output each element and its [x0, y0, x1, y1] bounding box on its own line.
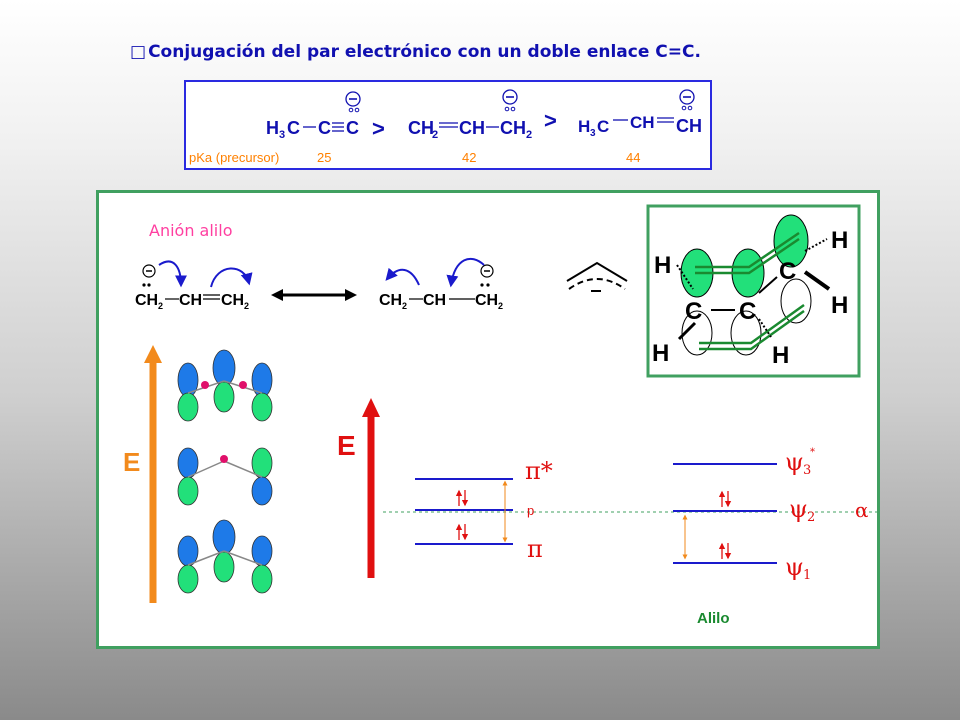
bullet-icon: □	[130, 42, 147, 62]
svg-text:CH: CH	[221, 292, 244, 309]
energy-label-right: E	[337, 430, 356, 461]
svg-text:2: 2	[244, 301, 249, 311]
svg-text:ψ: ψ	[789, 495, 808, 523]
ethylene-levels: π* p π	[415, 457, 553, 563]
svg-text:C: C	[597, 117, 609, 136]
allyl-anion-panel: Anión alilo CH 2 CH CH 2 CH 2	[96, 190, 880, 649]
pka-value-1: 25	[317, 150, 331, 165]
greater-than-sign-2: >	[544, 108, 557, 133]
resonance-arrow	[271, 289, 357, 301]
svg-text:CH: CH	[475, 292, 498, 309]
acidity-comparison-box: H 3 C C C > CH 2 CH CH 2	[184, 80, 712, 170]
propynyl-anion: H 3 C C C	[266, 118, 359, 141]
pi-star-label: π*	[525, 457, 553, 485]
svg-text:C: C	[318, 118, 331, 138]
alpha-label: α	[855, 498, 869, 522]
svg-text:2: 2	[158, 301, 163, 311]
svg-text:CH: CH	[135, 292, 158, 309]
heading-text: Conjugación del par electrónico con un d…	[148, 42, 701, 62]
svg-text:2: 2	[432, 129, 438, 141]
greater-than-sign: >	[372, 116, 385, 141]
pka-label: pKa (precursor)	[189, 150, 279, 165]
carbanion-charge-right	[480, 264, 494, 287]
svg-text:2: 2	[526, 129, 532, 141]
svg-text:C: C	[685, 298, 702, 325]
svg-text:H: H	[831, 292, 848, 319]
svg-text:H: H	[266, 118, 279, 138]
svg-text:C: C	[287, 118, 300, 138]
svg-text:H: H	[772, 342, 789, 369]
svg-text:C: C	[779, 258, 796, 285]
electron-push-arrow-1	[158, 260, 187, 288]
svg-text:2: 2	[498, 301, 503, 311]
svg-text:C: C	[739, 298, 756, 325]
resonance-structure-right: CH 2 CH CH 2	[379, 292, 503, 311]
energy-label-left: E	[123, 447, 140, 477]
svg-text:ψ: ψ	[785, 448, 804, 476]
allyl-3d-orbital-structure: H H H H H C C C	[646, 204, 861, 378]
electron-push-arrow-3	[385, 267, 420, 286]
allyl-panel-diagram: Anión alilo CH 2 CH CH 2 CH 2	[123, 204, 877, 627]
carbanion-charge-left	[142, 264, 156, 287]
svg-text:H: H	[831, 227, 848, 254]
svg-text:CH: CH	[408, 118, 434, 138]
svg-text:CH: CH	[379, 292, 402, 309]
svg-text:CH: CH	[459, 118, 485, 138]
electron-push-arrow-4	[446, 257, 485, 288]
svg-text:H: H	[578, 117, 590, 136]
svg-text:ψ: ψ	[785, 553, 804, 581]
svg-text:CH: CH	[500, 118, 526, 138]
electron-push-arrow-2	[210, 267, 253, 288]
resonance-structure-left: CH 2 CH CH 2	[135, 292, 249, 311]
lone-pair-charge-1	[345, 91, 361, 113]
svg-text:CH: CH	[630, 113, 655, 132]
svg-text:2: 2	[807, 510, 815, 525]
svg-text:CH: CH	[179, 292, 202, 309]
allyl-caption: Alilo	[697, 610, 730, 627]
svg-text:*: *	[810, 447, 815, 458]
delocalized-allyl-symbol	[566, 261, 628, 292]
svg-text:CH: CH	[423, 292, 446, 309]
energy-axis-right: E	[337, 398, 380, 578]
svg-text:3: 3	[803, 463, 811, 478]
allyl-levels: ψ 3 * ψ 2 ψ 1 α Alilo	[673, 447, 869, 627]
svg-text:3: 3	[279, 129, 285, 141]
svg-text:2: 2	[402, 301, 407, 311]
pi-label: π	[527, 535, 543, 563]
slide-heading: □Conjugación del par electrónico con un …	[130, 42, 701, 62]
allyl-anion-species: CH 2 CH CH 2	[408, 118, 532, 141]
svg-text:3: 3	[590, 128, 596, 139]
pka-value-2: 42	[462, 150, 476, 165]
svg-text:H: H	[652, 340, 669, 367]
acidity-comparison-diagram: H 3 C C C > CH 2 CH CH 2	[189, 89, 702, 165]
svg-text:CH: CH	[676, 116, 702, 136]
svg-text:H: H	[654, 252, 671, 279]
propenyl-anion: H 3 C CH CH	[578, 113, 702, 139]
p-label: p	[527, 503, 534, 518]
energy-axis-left: E	[123, 345, 162, 603]
allyl-anion-title: Anión alilo	[149, 221, 232, 240]
svg-text:1: 1	[803, 568, 811, 583]
lone-pair-charge-3	[679, 89, 695, 111]
lone-pair-charge-2	[502, 89, 518, 112]
allyl-mo-lobes	[177, 349, 273, 594]
svg-text:C: C	[346, 118, 359, 138]
pka-value-3: 44	[626, 150, 640, 165]
